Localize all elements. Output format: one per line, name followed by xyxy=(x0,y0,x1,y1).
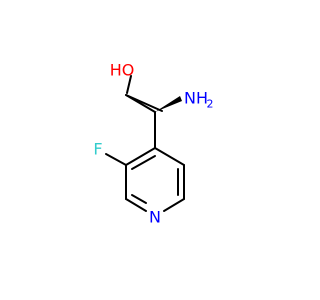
bond-o-ch2 xyxy=(126,75,132,94)
molecule-structure: HO NH 2 F N xyxy=(93,61,214,227)
amine-nitrogen-label: NH xyxy=(184,89,208,108)
amine-subscript-label: 2 xyxy=(207,98,214,111)
ring-nitrogen-label: N xyxy=(149,208,161,227)
stereo-wedge-bond xyxy=(155,96,182,112)
bond-ring-c4-c3 xyxy=(125,147,156,166)
fluorine-label: F xyxy=(93,140,102,159)
bond-ring-c2-n xyxy=(125,198,147,212)
oxygen-label: HO xyxy=(110,61,135,80)
bond-ring-double-1 xyxy=(131,155,156,170)
bond-ring-n-c6 xyxy=(163,198,185,212)
bond-ring-c5-c4 xyxy=(154,147,185,166)
bond-ch2-chiral xyxy=(125,94,156,113)
bond-ring-double-2 xyxy=(131,194,147,204)
bonds xyxy=(105,75,185,212)
bond-c3-f xyxy=(105,153,127,166)
